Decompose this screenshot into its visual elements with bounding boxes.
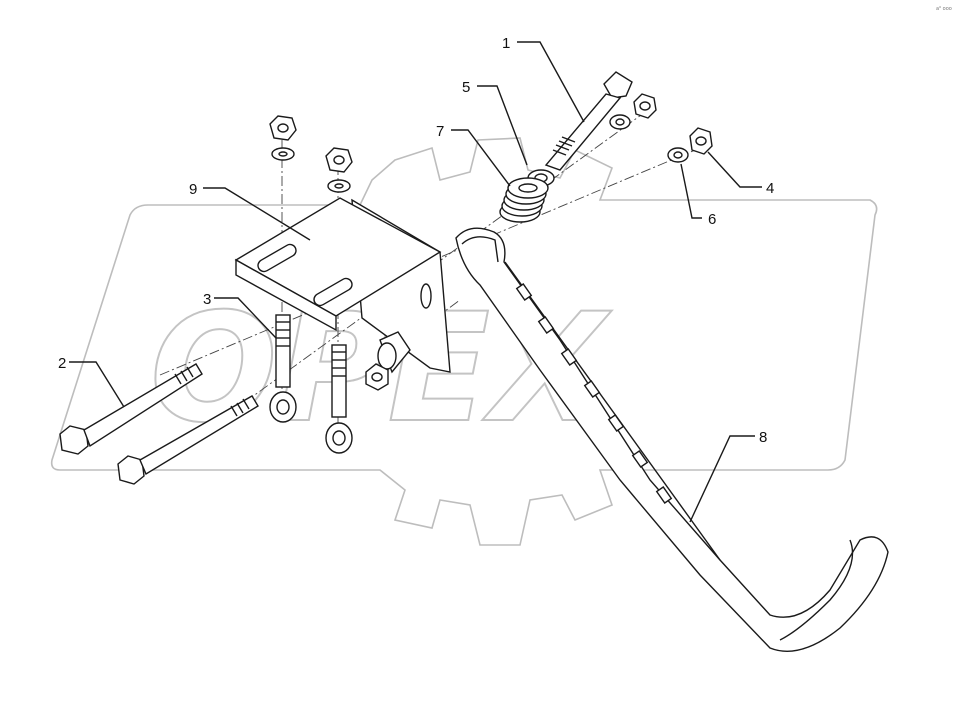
part-top-nuts xyxy=(269,115,353,193)
part-washer-nut-top xyxy=(609,93,657,130)
callouts: 1 2 3 4 5 6 7 8 9 xyxy=(58,35,774,446)
callout-8: 8 xyxy=(759,429,767,446)
leader-lines xyxy=(69,41,762,523)
part-bolt-2a xyxy=(59,363,203,455)
callout-5: 5 xyxy=(462,79,470,96)
part-bolt-2b xyxy=(117,395,259,485)
part-eyebolt-3a xyxy=(269,314,297,423)
part-nut-4 xyxy=(689,127,713,155)
part-bushing xyxy=(365,331,411,391)
callout-3: 3 xyxy=(203,291,211,308)
part-spring-7 xyxy=(499,177,549,223)
callout-4: 4 xyxy=(766,180,774,197)
callout-6: 6 xyxy=(708,211,716,228)
part-pedal-8 xyxy=(455,227,889,652)
pedal-slots xyxy=(515,282,673,505)
watermark-gear xyxy=(50,137,878,546)
corner-code: a⁰ ooo xyxy=(936,6,952,12)
callout-9: 9 xyxy=(189,181,197,198)
part-washer-6 xyxy=(667,147,689,163)
part-eyebolt-3b xyxy=(325,344,353,454)
callout-7: 7 xyxy=(436,123,444,140)
callout-2: 2 xyxy=(58,355,66,372)
part-bolt-1 xyxy=(544,71,633,171)
part-bracket-9 xyxy=(234,197,451,373)
watermark: OPEX xyxy=(50,137,878,546)
callout-1: 1 xyxy=(502,35,510,52)
